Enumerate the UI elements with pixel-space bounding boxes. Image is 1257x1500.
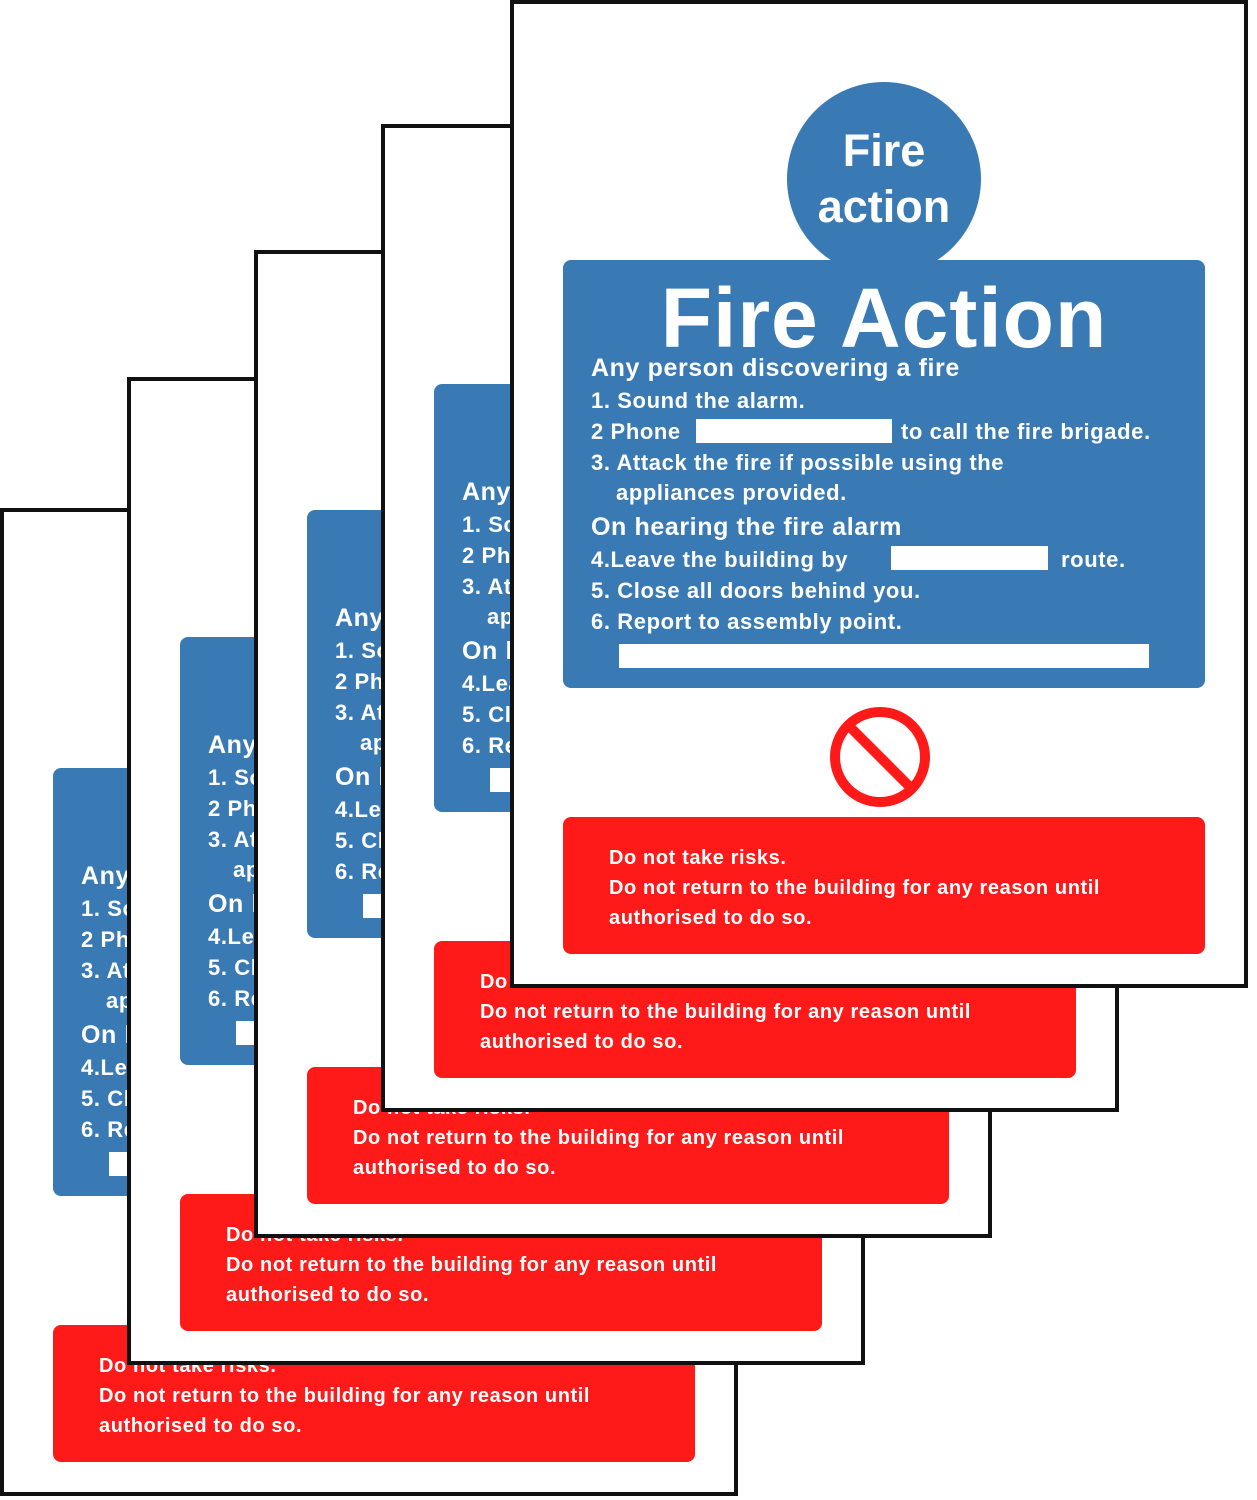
warning-line-3: authorised to do so. bbox=[480, 1031, 684, 1053]
warning-line-3: authorised to do so. bbox=[353, 1157, 557, 1179]
step-2-prefix: 2 Phone bbox=[591, 419, 681, 444]
route-blank[interactable] bbox=[891, 546, 1048, 570]
panel-title: Fire Action bbox=[660, 271, 1108, 365]
warning-panel: Do not take risks. Do not return to the … bbox=[563, 817, 1205, 954]
prohibition-icon bbox=[830, 707, 930, 807]
step-2-suffix: to call the fire brigade. bbox=[901, 419, 1151, 444]
step-3-line-2: appliances provided. bbox=[616, 480, 847, 505]
warning-line-3: authorised to do so. bbox=[99, 1415, 303, 1437]
warning-line-2: Do not return to the building for any re… bbox=[353, 1127, 845, 1149]
instructions-panel: Fire Action Any person discovering a fir… bbox=[563, 260, 1205, 688]
circle-line-1: Fire bbox=[842, 125, 926, 176]
fire-action-sign: Fire action Fire Action Any person disco… bbox=[510, 0, 1248, 988]
phone-number-blank[interactable] bbox=[696, 419, 892, 443]
fire-action-circle-icon: Fire action bbox=[787, 82, 981, 276]
warning-line-2: Do not return to the building for any re… bbox=[226, 1254, 718, 1276]
step-5: 5. Close all doors behind you. bbox=[591, 578, 921, 603]
heading-discover: Any person discovering a fire bbox=[591, 354, 960, 382]
step-3-line-1: 3. Attack the fire if possible using the bbox=[591, 450, 1005, 475]
assembly-point-blank[interactable] bbox=[619, 644, 1149, 668]
step-6: 6. Report to assembly point. bbox=[591, 609, 903, 634]
warning-line-3: authorised to do so. bbox=[226, 1284, 430, 1306]
step-4-prefix: 4.Leave the building by bbox=[591, 547, 849, 572]
step-1: 1. Sound the alarm. bbox=[591, 388, 806, 413]
warning-line-2: Do not return to the building for any re… bbox=[99, 1385, 591, 1407]
warning-line-2: Do not return to the building for any re… bbox=[609, 877, 1101, 899]
step-4-suffix: route. bbox=[1061, 547, 1126, 572]
warning-line-3: authorised to do so. bbox=[609, 907, 813, 929]
warning-line-2: Do not return to the building for any re… bbox=[480, 1001, 972, 1023]
circle-line-2: action bbox=[817, 181, 951, 232]
warning-line-1: Do not take risks. bbox=[609, 847, 787, 869]
heading-alarm: On hearing the fire alarm bbox=[591, 513, 902, 541]
